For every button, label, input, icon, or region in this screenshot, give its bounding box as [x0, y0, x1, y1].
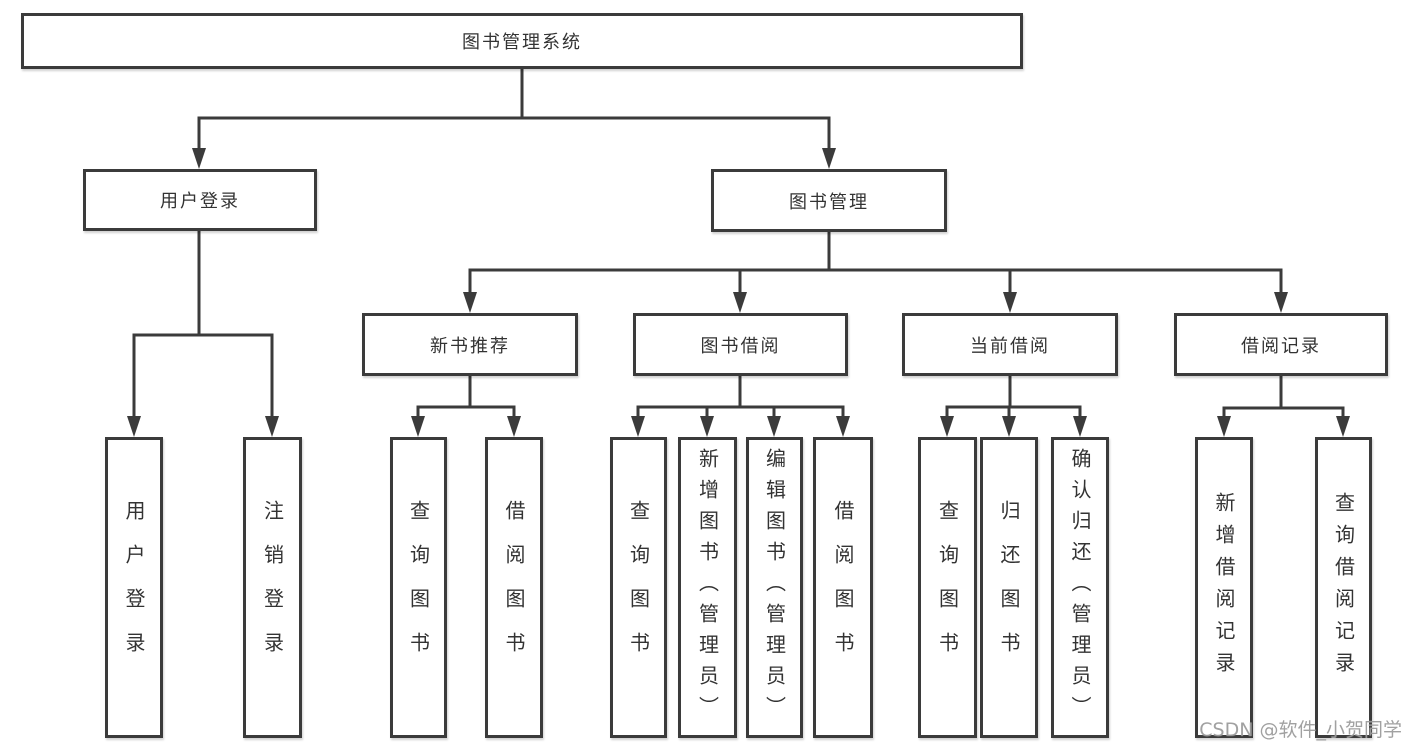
leaf-edit-books-admin: 编辑图书（管理员）	[746, 437, 803, 738]
edge-group-book-management	[463, 230, 1288, 313]
leaf-add-books-admin: 新增图书（管理员）	[678, 437, 737, 738]
leaf-query-books-borrow-label: 查询图书	[626, 499, 651, 676]
node-borrow-record-label: 借阅记录	[1241, 335, 1321, 357]
leaf-add-borrow-record-label: 新增借阅记录	[1212, 491, 1236, 684]
leaf-logout-label: 注销登录	[260, 499, 285, 676]
edge-group-borrow-record	[1217, 374, 1350, 437]
node-root-label: 图书管理系统	[462, 32, 582, 53]
leaf-confirm-return-admin: 确认归还（管理员）	[1051, 437, 1109, 738]
leaf-return-books: 归还图书	[980, 437, 1038, 738]
node-new-book-recommend-label: 新书推荐	[430, 335, 510, 357]
leaf-confirm-return-admin-label: 确认归还（管理员）	[1068, 448, 1092, 727]
edge-group-user-login	[127, 229, 279, 437]
leaf-query-books-current-label: 查询图书	[935, 499, 960, 676]
node-book-borrow-label: 图书借阅	[700, 335, 781, 357]
edge-group-new-book	[411, 374, 521, 437]
leaf-query-books-current: 查询图书	[918, 437, 977, 738]
node-current-borrow: 当前借阅	[902, 313, 1118, 376]
leaf-user-login-label: 用户登录	[122, 499, 146, 676]
node-root: 图书管理系统	[21, 13, 1023, 69]
leaf-borrow-books-label: 借阅图书	[831, 499, 855, 676]
edge-group-current-borrow	[940, 374, 1087, 437]
leaf-query-borrow-record-label: 查询借阅记录	[1331, 491, 1356, 684]
leaf-borrow-books-recommend: 借阅图书	[485, 437, 543, 738]
leaf-query-borrow-record: 查询借阅记录	[1315, 437, 1372, 738]
edge-group-root	[192, 67, 836, 169]
node-book-management-label: 图书管理	[789, 191, 869, 213]
leaf-logout: 注销登录	[243, 437, 302, 738]
leaf-query-books-recommend: 查询图书	[390, 437, 447, 738]
edge-group-book-borrow	[631, 374, 850, 437]
leaf-borrow-books-recommend-label: 借阅图书	[502, 499, 526, 676]
node-borrow-record: 借阅记录	[1174, 313, 1388, 376]
leaf-edit-books-admin-label: 编辑图书（管理员）	[762, 448, 787, 727]
leaf-user-login: 用户登录	[105, 437, 163, 738]
node-user-login: 用户登录	[83, 169, 317, 231]
node-book-borrow: 图书借阅	[633, 313, 848, 376]
leaf-query-books-borrow: 查询图书	[610, 437, 667, 738]
watermark: CSDN @软件_小贺同学	[1199, 719, 1402, 741]
node-book-management: 图书管理	[711, 169, 947, 232]
leaf-query-books-recommend-label: 查询图书	[406, 499, 431, 676]
node-user-login-label: 用户登录	[160, 191, 240, 212]
leaf-add-borrow-record: 新增借阅记录	[1195, 437, 1253, 738]
leaf-return-books-label: 归还图书	[997, 499, 1021, 676]
leaf-borrow-books: 借阅图书	[813, 437, 873, 738]
leaf-add-books-admin-label: 新增图书（管理员）	[695, 448, 720, 727]
node-current-borrow-label: 当前借阅	[970, 335, 1050, 357]
node-new-book-recommend: 新书推荐	[362, 313, 578, 376]
